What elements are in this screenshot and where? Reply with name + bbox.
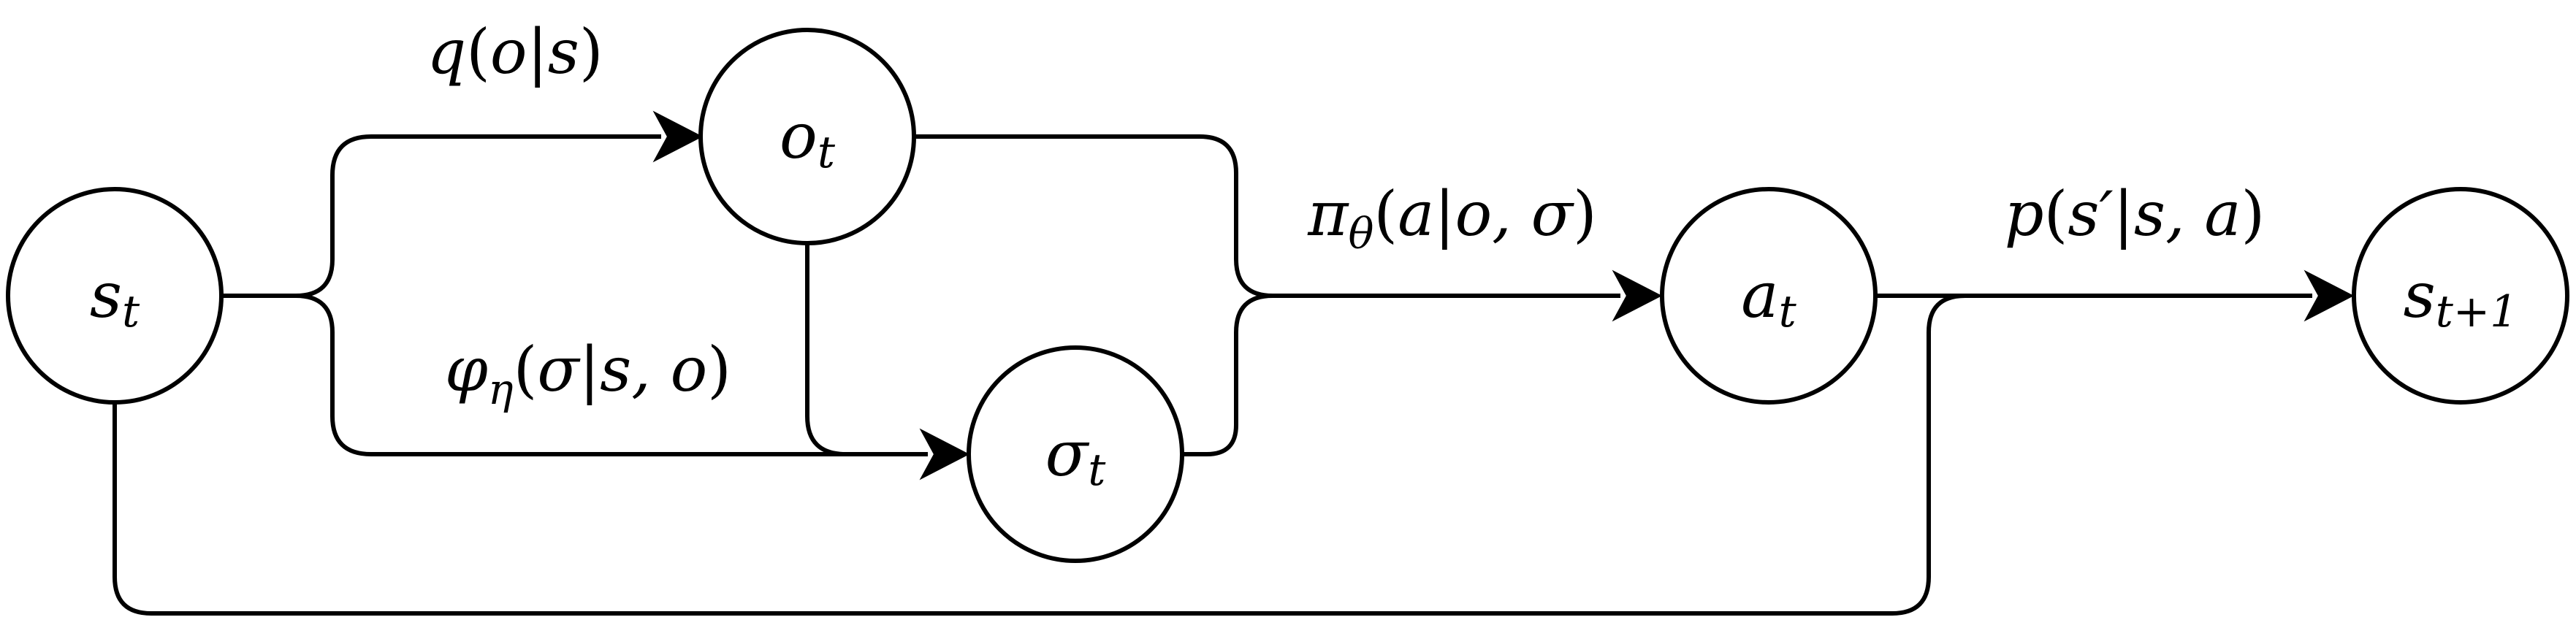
node-s-t-plus-1: st+1 [2352,187,2569,405]
label-pi-a-given-o-sigma: πθ(a|o, σ) [1307,178,1596,259]
label-phi-sigma-given-s-o: φη(σ|s, o) [445,334,731,414]
label-q-o-given-s: q(o|s) [427,16,603,88]
edge-s-to-sigma [295,294,928,456]
label-p-s-prime-given-s-a: p(s′|s, a) [2005,178,2265,250]
svg-text:st+1: st+1 [2404,259,2518,337]
edge-s-to-s-next [113,294,2312,616]
svg-text:ot: ot [780,100,836,178]
svg-text:at: at [1741,259,1796,337]
svg-text:σt: σt [1045,418,1107,496]
arrowhead-s-next [2303,269,2355,322]
edge-o-to-a [914,134,1620,298]
edge-sigma-to-a [1183,294,1273,456]
svg-text:st: st [90,259,140,337]
node-s-t: st [6,187,224,405]
edge-o-to-sigma [805,241,928,456]
arrowhead-a [1612,269,1663,322]
node-sigma-t: σt [967,345,1184,563]
node-a-t: at [1660,187,1878,405]
edge-s-to-o [221,134,661,298]
arrowhead-sigma [919,428,970,480]
node-o-t: ot [698,28,916,245]
arrowhead-o [652,110,704,163]
